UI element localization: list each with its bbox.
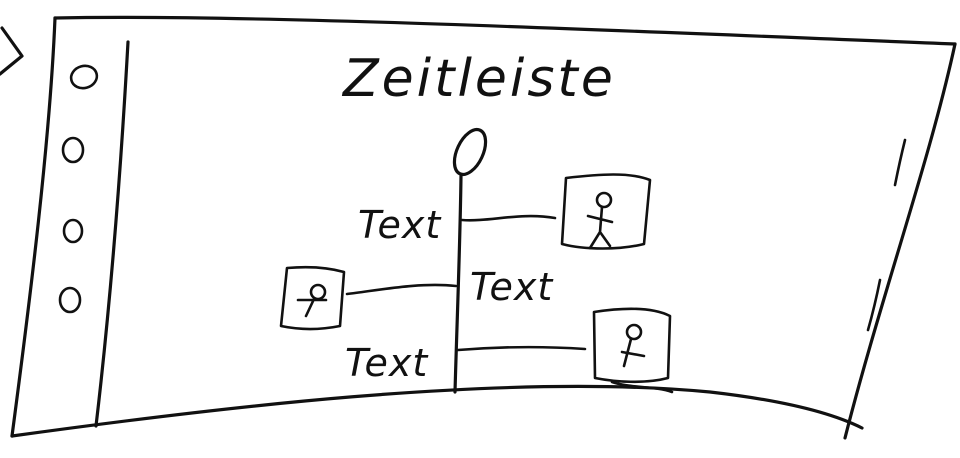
- nav-dot-icon[interactable]: [62, 218, 84, 244]
- sidebar: [58, 63, 100, 314]
- image-placeholder-icon: [560, 173, 652, 250]
- corner-arrow-icon: [0, 26, 24, 76]
- entry-label: Text: [470, 265, 554, 309]
- nav-dot-icon[interactable]: [61, 136, 85, 164]
- entry-label: Text: [358, 203, 442, 247]
- entry-connector: [460, 214, 557, 222]
- nav-dot-icon[interactable]: [69, 63, 100, 91]
- timeline-entry[interactable]: Text: [358, 173, 652, 250]
- sidebar-divider: [94, 40, 130, 428]
- image-placeholder-icon: [592, 307, 674, 394]
- entry-label: Text: [345, 341, 429, 385]
- page-title: Zeitleiste: [341, 49, 616, 109]
- entry-connector: [456, 345, 587, 352]
- circle-icon: [452, 127, 488, 177]
- timeline-entry[interactable]: Text: [345, 307, 674, 394]
- timeline-entry[interactable]: Text: [279, 265, 554, 331]
- timeline-axis: [453, 174, 463, 394]
- window-frame: [10, 15, 957, 440]
- entry-connector: [345, 283, 458, 296]
- nav-dot-icon[interactable]: [58, 286, 82, 314]
- image-placeholder-icon: [279, 265, 346, 331]
